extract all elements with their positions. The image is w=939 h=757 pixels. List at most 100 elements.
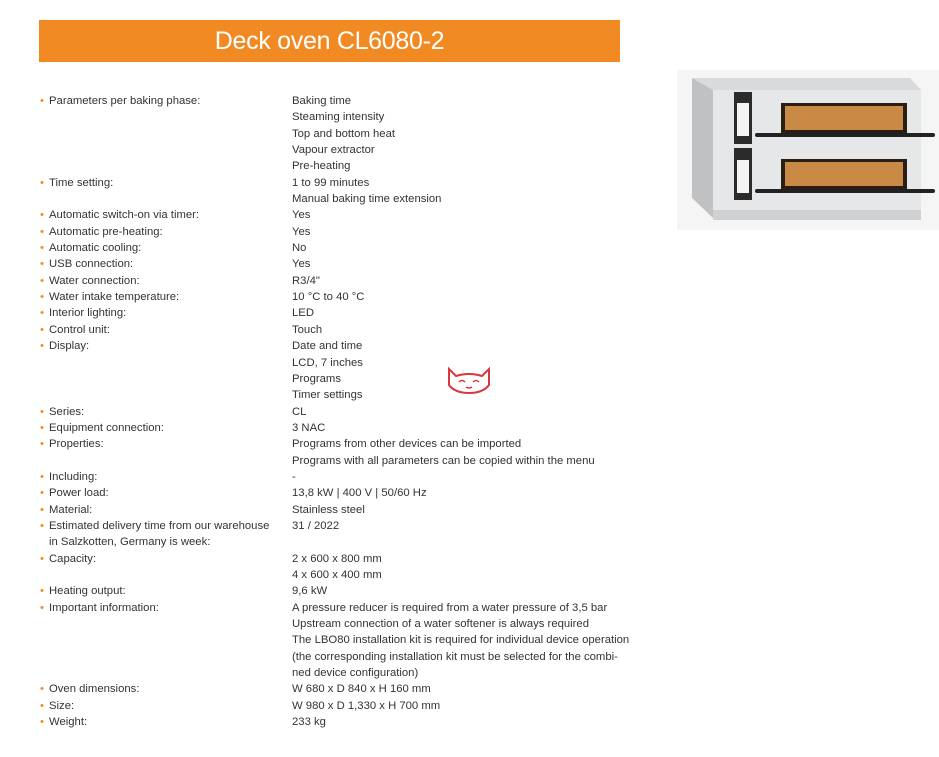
- spec-label: Weight:: [49, 716, 88, 729]
- spec-row: • Power load: 13,8 kW | 400 V | 50/60 Hz: [40, 485, 640, 501]
- spec-value: 10 °C to 40 °C: [292, 291, 365, 304]
- spec-label: Automatic switch-on via timer:: [49, 209, 200, 222]
- spec-values: 9,6 kW: [292, 583, 327, 599]
- spec-row: •Automatic cooling:No: [40, 240, 640, 256]
- spec-value: CL: [292, 405, 307, 418]
- spec-value: No: [292, 242, 307, 255]
- bullet-icon: •: [40, 585, 44, 598]
- bullet-icon: •: [40, 470, 44, 483]
- spec-values: Stainless steel: [292, 502, 365, 518]
- deck-oven-image: [692, 78, 935, 220]
- spec-label: Control unit:: [49, 323, 110, 336]
- spec-values: W 980 x D 1,330 x H 700 mm: [292, 698, 440, 714]
- spec-label-cell: • USB connection:: [40, 256, 292, 272]
- spec-label-cell: • Heating output:: [40, 583, 292, 599]
- spec-label-cell: •Weight:: [40, 714, 292, 730]
- spec-label-cell: •Automatic switch-on via timer:: [40, 207, 292, 223]
- spec-row: •Series:CL: [40, 404, 640, 420]
- spec-value: Stainless steel: [292, 503, 365, 516]
- spec-value: R3/4": [292, 274, 320, 287]
- spec-row: •Properties:Programs from other devices …: [40, 436, 640, 469]
- spec-label: Automatic cooling:: [49, 242, 142, 255]
- spec-value: ned device configuration): [292, 667, 419, 680]
- spec-value: Touch: [292, 323, 323, 336]
- spec-value: Programs: [292, 372, 341, 385]
- spec-values: Yes: [292, 207, 310, 223]
- spec-value: LCD, 7 inches: [292, 356, 363, 369]
- spec-value: 1 to 99 minutes: [292, 176, 370, 189]
- spec-value: Yes: [292, 258, 311, 271]
- spec-label-cell: •Series:: [40, 404, 292, 420]
- spec-label-cell: • Including:: [40, 469, 292, 485]
- spec-value: Yes: [292, 209, 311, 222]
- spec-label: USB connection:: [49, 258, 134, 271]
- bullet-icon: •: [40, 291, 44, 304]
- bullet-icon: •: [40, 421, 44, 434]
- spec-value: Baking time: [292, 95, 352, 107]
- spec-value: Yes: [292, 225, 311, 238]
- spec-value: Vapour extractor: [292, 144, 375, 157]
- spec-row: •Interior lighting:LED: [40, 305, 640, 321]
- spec-label: Capacity:: [49, 552, 97, 565]
- spec-row: •Material:Stainless steel: [40, 502, 640, 518]
- title-banner: Deck oven CL6080-2: [39, 20, 620, 62]
- bullet-icon: •: [40, 274, 44, 287]
- spec-row: •Weight:233 kg: [40, 714, 640, 730]
- spec-values: 13,8 kW | 400 V | 50/60 Hz: [292, 485, 427, 501]
- spec-row: •Water intake temperature:10 °C to 40 °C: [40, 289, 640, 305]
- spec-value: Timer settings: [292, 389, 363, 402]
- spec-label: Equipment connection:: [49, 421, 164, 434]
- bullet-icon: •: [40, 307, 44, 320]
- spec-label: Heating output:: [49, 585, 126, 598]
- spec-value: 2 x 600 x 800 mm: [292, 552, 382, 565]
- spec-label-cell: •Capacity:: [40, 551, 292, 584]
- spec-label: Including:: [49, 470, 98, 483]
- spec-values: Yes: [292, 256, 310, 272]
- spec-label-cell: • Control unit:: [40, 322, 292, 338]
- bullet-icon: •: [40, 323, 44, 336]
- spec-value: 31 / 2022: [292, 519, 340, 532]
- spec-list: •Parameters per baking phase:Baking time…: [40, 93, 640, 730]
- spec-label-cell: • Equipment connection:: [40, 420, 292, 436]
- spec-label-cell: •Time setting:: [40, 175, 292, 208]
- spec-label: Display:: [49, 340, 90, 353]
- spec-label-cell: •Properties:: [40, 436, 292, 469]
- spec-values: No: [292, 240, 306, 256]
- spec-label-cell: •Display:: [40, 338, 292, 403]
- spec-label: Size:: [49, 699, 75, 712]
- spec-value: Programs from other devices can be impor…: [292, 438, 522, 451]
- spec-row: •Oven dimensions:W 680 x D 840 x H 160 m…: [40, 681, 640, 697]
- spec-row: • Heating output: 9,6 kW: [40, 583, 640, 599]
- spec-label-cell: •Water intake temperature:: [40, 289, 292, 305]
- spec-label: Power load:: [49, 487, 109, 500]
- spec-value: Manual baking time extension: [292, 193, 442, 206]
- spec-value: Upstream connection of a water softener …: [292, 618, 590, 630]
- spec-value: W 680 x D 840 x H 160 mm: [292, 683, 431, 696]
- bullet-icon: •: [40, 258, 44, 271]
- bullet-icon: •: [40, 487, 44, 500]
- bullet-icon: •: [40, 95, 44, 107]
- spec-row: •Water connection:R3/4": [40, 273, 640, 289]
- spec-value: W 980 x D 1,330 x H 700 mm: [292, 699, 441, 712]
- bullet-icon: •: [40, 405, 44, 418]
- spec-row: •Automatic switch-on via timer:Yes: [40, 207, 640, 223]
- spec-label-cell: •Automatic pre-heating:: [40, 224, 292, 240]
- spec-value: (the corresponding installation kit must…: [292, 650, 618, 663]
- spec-value: The LBO80 installation kit is required f…: [292, 634, 630, 647]
- spec-values: Yes: [292, 224, 310, 240]
- spec-values: R3/4": [292, 273, 320, 289]
- spec-value: 9,6 kW: [292, 585, 328, 598]
- spec-label: Time setting:: [49, 176, 114, 189]
- spec-row: •Automatic pre-heating:Yes: [40, 224, 640, 240]
- spec-label-cell: •Material:: [40, 502, 292, 518]
- spec-values: 10 °C to 40 °C: [292, 289, 364, 305]
- spec-label-cell: • Power load:: [40, 485, 292, 501]
- spec-label: Properties:: [49, 438, 104, 451]
- bullet-icon: •: [40, 225, 44, 238]
- spec-values: Programs from other devices can be impor…: [292, 436, 595, 469]
